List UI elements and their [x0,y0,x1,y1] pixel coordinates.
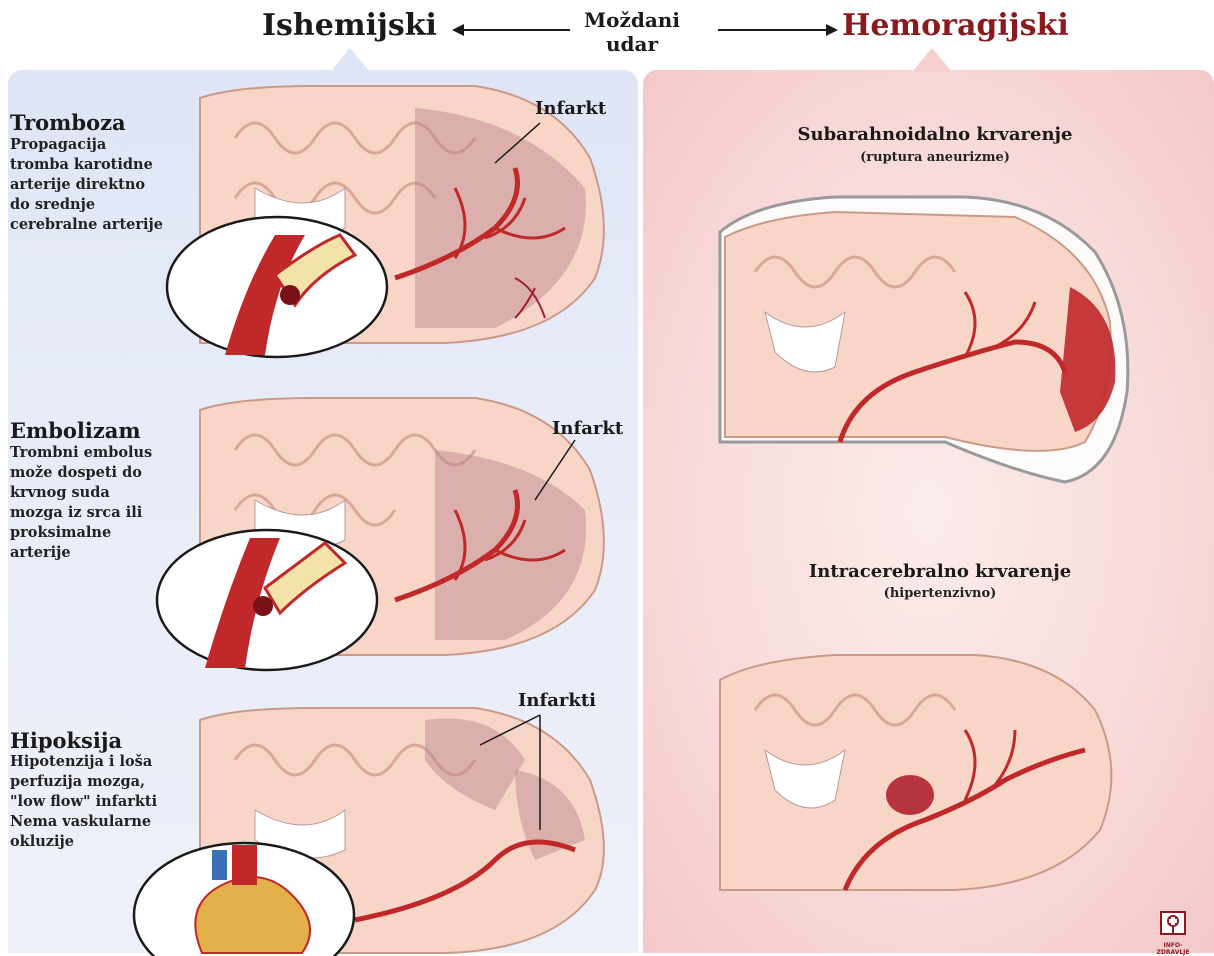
embolism-title: Embolizam [10,418,141,443]
brain-illustration-subarachnoid [715,192,1135,492]
hypoxia-title: Hipoksija [10,728,122,753]
thrombosis-title: Tromboza [10,110,126,135]
arrow-right-icon [718,22,838,38]
brain-illustration-intracerebral [715,650,1125,895]
stroke-heading-line1: Moždani [582,8,682,32]
thrombosis-desc-line: Propagacija [10,135,210,155]
subarachnoid-title: Subarahnoidalno krvarenje [725,124,1145,145]
artery-magnifier-thrombosis [165,215,390,360]
ischemic-heading: Ishemijski [262,8,437,43]
logo-text: INFO-ZDRAVLJE [1153,942,1193,956]
stroke-heading-line2: udar [582,32,682,56]
thrombosis-desc-line: tromba karotidne [10,155,210,175]
ischemic-panel-caret [330,48,370,72]
hypoxia-desc-line: "low flow" infarkti [10,792,210,812]
embolism-desc-line: mozga iz srca ili [10,503,210,523]
hypoxia-desc-line: Hipotenzija i loša [10,752,210,772]
arrow-left-icon [452,22,572,38]
intracerebral-title: Intracerebralno krvarenje [730,561,1150,582]
artery-magnifier-embolism [155,528,380,673]
thrombosis-desc-line: arterije direktno [10,175,210,195]
hemorrhagic-panel-caret [912,48,952,72]
hypoxia-desc-line: perfuzija mozga, [10,772,210,792]
stroke-heading: Moždani udar [582,8,682,56]
hypoxia-desc-line: Nema vaskularne [10,812,210,832]
site-logo[interactable]: INFO-ZDRAVLJE [1153,910,1193,950]
hypoxia-infarct-label: Infarkti [518,690,596,711]
embolism-desc-line: može dospeti do [10,463,210,483]
thrombosis-desc-line: do srednje [10,195,210,215]
embolism-desc-line: krvnog suda [10,483,210,503]
hemorrhagic-heading: Hemoragijski [842,8,1069,43]
thrombosis-infarct-label: Infarkt [535,98,606,119]
embolism-desc-line: Trombni embolus [10,443,210,463]
medical-cross-icon [1158,910,1188,938]
subarachnoid-subtitle: (ruptura aneurizme) [725,150,1145,165]
diagram-header: Ishemijski Moždani udar Hemoragijski [0,0,1214,70]
intracerebral-subtitle: (hipertenzivno) [730,586,1150,601]
heart-magnifier-hypoxia [132,835,357,953]
embolism-infarct-label: Infarkt [552,418,623,439]
